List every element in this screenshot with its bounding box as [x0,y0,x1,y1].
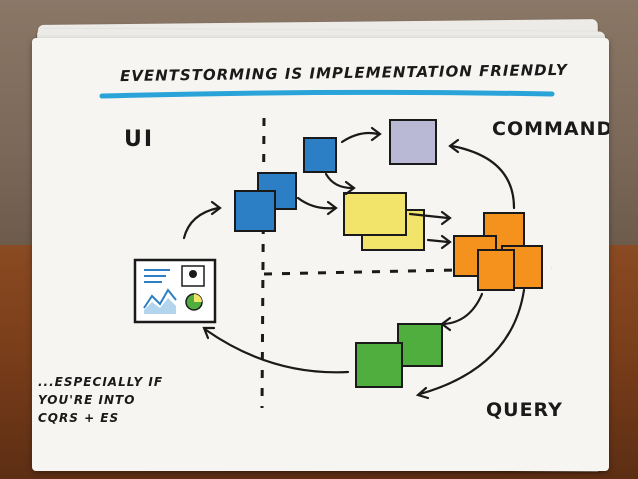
footnote: ...ESPECIALLY IF YOU'RE INTO CQRS + ES [38,373,198,427]
green-sticky-front [355,342,403,388]
ui-screen-sketch [133,258,217,324]
arrow-green-to-ui [204,328,350,374]
arrow-ui-to-blue [182,206,220,240]
footnote-line-3: CQRS + ES [38,411,120,425]
blue-sticky-small [303,137,337,173]
vertical-divider [260,117,266,409]
command-sticky [389,119,437,165]
arrow-bluesmall-to-yellow [324,172,354,190]
command-label: COMMAND [492,118,609,140]
arrow-orange-to-command [450,144,516,210]
arrow-yellow-to-orange [408,212,450,220]
ui-label: UI [124,127,155,152]
arrow-yellow-to-orange-2 [426,238,450,244]
arrow-blue-to-yellow [296,196,336,210]
query-label: QUERY [486,399,563,421]
arrow-orange-to-green [442,292,484,326]
title-underline [99,89,555,99]
blue-sticky-front [234,190,276,232]
drawing-card: EVENTSTORMING IS IMPLEMENTATION FRIENDLY [32,38,609,471]
yellow-sticky-front [343,192,407,236]
orange-sticky-4 [477,249,515,291]
footnote-line-2: YOU'RE INTO [38,393,136,407]
footnote-line-1: ...ESPECIALLY IF [38,375,164,389]
arrow-bluesmall-to-command [340,131,380,144]
sketch-drawing [99,89,555,409]
arrow-orange-to-query [418,288,526,396]
green-sticky-back [397,323,443,367]
